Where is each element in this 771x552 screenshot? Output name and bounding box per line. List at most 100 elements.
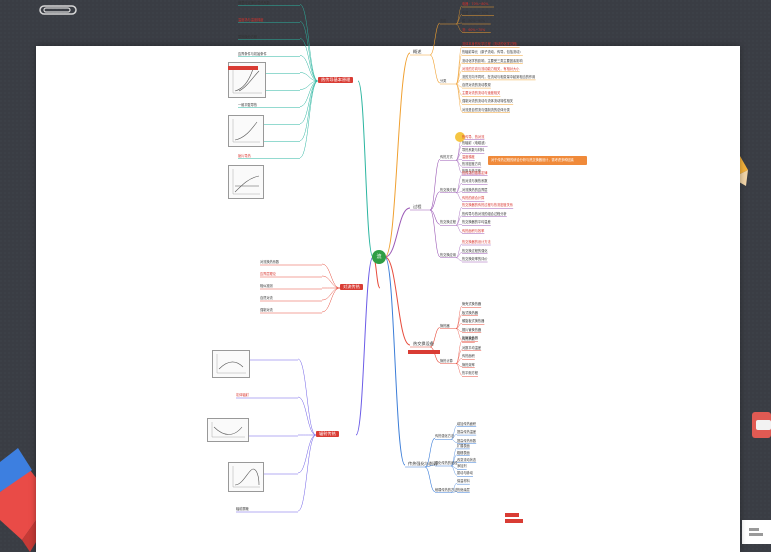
- plot-thumbnail: [207, 418, 249, 442]
- branch-node-right[interactable]: 概述: [413, 49, 422, 54]
- child-node[interactable]: 传热强化方法: [435, 434, 455, 439]
- plot-thumbnail: [228, 165, 264, 199]
- leaf-item: 强制对流: [260, 308, 273, 312]
- plot-thumbnail: [228, 462, 264, 492]
- leaf-item: 一维平壁导热: [238, 102, 258, 107]
- connector-line: [455, 160, 463, 174]
- leaf-item: 流体本身的化学过程（流动的化学过程）: [462, 42, 520, 47]
- branch-node-right[interactable]: 传热强化与削弱: [408, 461, 438, 466]
- leaf-item: 热传导、热对流: [462, 134, 485, 139]
- connector-line: [299, 4, 319, 82]
- connector-line: [357, 80, 374, 258]
- callout-note: 对于传热过程的综合分析与热交换器设计，需考虑多种因素: [488, 156, 587, 165]
- child-node[interactable]: 削弱传热的方法: [435, 487, 458, 492]
- connector-line: [455, 323, 463, 329]
- connector-line: [455, 70, 463, 85]
- child-node[interactable]: 应用: [440, 19, 447, 23]
- branch-node-right[interactable]: 过程: [413, 204, 422, 209]
- highlight-tag: [505, 513, 519, 517]
- connector-line: [384, 207, 411, 258]
- leaf-item: 强制对流的流动与流体流动特性相关: [462, 99, 513, 104]
- connector-line: [455, 306, 463, 329]
- leaf-item: 热交换过程的强化: [462, 248, 488, 253]
- connector-line: [384, 256, 406, 466]
- connector-line: [450, 491, 458, 493]
- child-node[interactable]: 热交换应用: [440, 252, 456, 257]
- connector-line: [455, 314, 463, 329]
- connector-line: [455, 349, 463, 364]
- leaf-item: 肋片导热: [238, 153, 251, 158]
- child-node[interactable]: 热交换方程: [440, 187, 456, 192]
- leaf-item: 热管换热器: [462, 336, 478, 341]
- connector-line: [455, 174, 463, 193]
- connector-line: [429, 22, 441, 56]
- connector-line: [429, 54, 441, 84]
- leaf-item: 热传导与热对流的组合过程分析: [462, 211, 507, 216]
- leaf-item: 流的方向不同时，在流动与相变量中起到相当的作用: [462, 74, 536, 79]
- leaf-item: 传热的综合计算: [462, 196, 485, 201]
- connector-line: [299, 55, 319, 82]
- leaf-item: 板式换热器: [462, 310, 478, 315]
- connector-line: [455, 192, 463, 201]
- leaf-item: 传热面积与效率: [462, 228, 485, 233]
- leaf-item: 傅里叶定律与导热系数: [238, 0, 270, 5]
- leaf-item: 热载：60%~70%: [462, 10, 489, 15]
- connector-line: [455, 341, 463, 364]
- leaf-item: 扩展表面: [457, 443, 470, 448]
- connector-line: [297, 358, 317, 436]
- connector-line: [450, 454, 458, 467]
- leaf-item: 边界条件与初始条件: [238, 51, 267, 56]
- highlight-tag: [505, 519, 523, 523]
- leaf-item: 温度梯度: [462, 155, 475, 160]
- connector-line: [455, 207, 463, 226]
- leaf-item: 换热效率: [462, 362, 475, 367]
- leaf-item: 热绝缘层: [457, 487, 470, 492]
- leaf-item: 流：60%~70%: [462, 27, 486, 32]
- mindmap-paper: [36, 46, 740, 552]
- child-node[interactable]: 换热器: [440, 323, 450, 328]
- connector-line: [384, 256, 411, 346]
- leaf-item: 稀：80%~90%: [462, 19, 486, 23]
- leaf-item: 热交换器的平均温差: [462, 220, 491, 225]
- highlight-tag: [408, 350, 440, 354]
- leaf-item: 对流的方向与流动能力相关，有相对大小: [462, 66, 520, 71]
- branch-node-left[interactable]: 辐射传热: [316, 431, 339, 437]
- child-node[interactable]: 换热计算: [440, 358, 453, 363]
- leaf-item: 保温材料: [457, 479, 470, 484]
- leaf-item: 主要对流的流动与速度相关: [462, 91, 501, 96]
- connector-line: [455, 358, 463, 364]
- connector-line: [450, 433, 458, 440]
- connector-line: [299, 72, 319, 82]
- child-node[interactable]: 传热方式: [440, 155, 453, 160]
- child-node[interactable]: 热交换过程: [440, 220, 456, 225]
- connector-line: [455, 243, 463, 258]
- connector-line: [455, 328, 463, 341]
- leaf-item: 热阻与热平衡: [462, 169, 482, 174]
- connector-line: [450, 482, 458, 493]
- connector-line: [455, 363, 463, 376]
- leaf-item: 热辐射单元（原子流动、传导，包括流动）: [462, 50, 523, 55]
- leaf-item: 管壳式换热器: [462, 302, 482, 307]
- leaf-item: 热流密度方向: [462, 162, 482, 167]
- connector-line: [455, 62, 463, 85]
- connector-line: [299, 80, 319, 141]
- paperclip-icon: [39, 5, 77, 15]
- leaf-item: 流动化学的影响，主要受三类主要因素影响: [462, 58, 523, 63]
- highlight-tag: [228, 66, 258, 70]
- leaf-item: 热交换效率的评价: [462, 257, 488, 261]
- connector-line: [455, 183, 463, 193]
- child-node[interactable]: 分类: [440, 79, 447, 83]
- branch-node-left[interactable]: 热传导基本原理: [318, 77, 354, 83]
- connector-line: [455, 78, 463, 85]
- plot-thumbnail: [228, 115, 264, 147]
- connector-line: [455, 252, 463, 258]
- child-node[interactable]: 强化传热的途径: [435, 461, 458, 465]
- connector-line: [455, 215, 463, 226]
- branch-node-right[interactable]: 热交换设备: [413, 341, 434, 346]
- connector-line: [299, 80, 319, 158]
- leaf-item: 提高传热温差: [457, 430, 477, 435]
- center-node[interactable]: 流: [372, 250, 386, 264]
- branch-node-left[interactable]: 对流传热: [340, 284, 363, 290]
- leaf-item: 灰体辐射: [236, 393, 249, 397]
- leaf-item: 导热系数与材料: [462, 148, 485, 153]
